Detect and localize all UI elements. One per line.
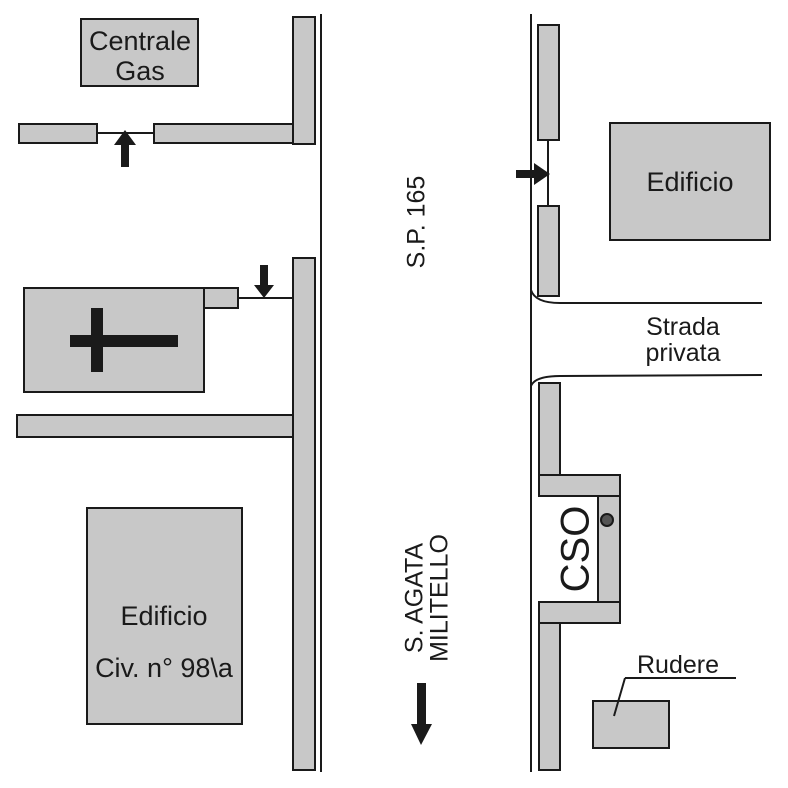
private-road-edge-top bbox=[530, 289, 762, 304]
church-block bbox=[23, 265, 294, 393]
upper-road-wall bbox=[292, 16, 316, 145]
left-horizontal-wall bbox=[16, 414, 294, 438]
building-bottom-left-label-line2: Civ. n° 98\a bbox=[95, 653, 234, 683]
private-road-edge-bottom bbox=[530, 374, 763, 387]
building-bottom-left: Edificio Civ. n° 98\a bbox=[86, 507, 243, 725]
private-road-label-line2: privata bbox=[645, 339, 720, 367]
left-wall-segment-1 bbox=[18, 123, 98, 144]
cso-top-wall bbox=[538, 474, 621, 497]
private-road-label-line1: Strada bbox=[646, 313, 720, 341]
gas-station: Centrale Gas bbox=[80, 18, 199, 87]
cso-wall-lower bbox=[538, 622, 561, 771]
building-top-right-box bbox=[609, 122, 771, 241]
right-upper-perimeter bbox=[516, 24, 560, 297]
cso-right-wall bbox=[597, 495, 621, 603]
ruin-label: Rudere bbox=[637, 651, 719, 679]
gas-station-label-line2: Gas bbox=[115, 56, 165, 86]
cso-label: CSO bbox=[554, 506, 598, 593]
manhole-icon bbox=[600, 513, 614, 527]
building-top-right-label: Edificio bbox=[646, 167, 733, 197]
ruin-box bbox=[592, 700, 670, 749]
direction-arrow-down-icon bbox=[411, 683, 432, 745]
right-wall-segment-2 bbox=[537, 205, 560, 297]
entrance-arrow-right-icon bbox=[516, 163, 550, 185]
cso-structure: CSO bbox=[538, 382, 621, 771]
private-road: Strada privata bbox=[530, 289, 763, 387]
gas-station-label-line1: Centrale bbox=[89, 26, 191, 56]
gas-station-box bbox=[80, 18, 199, 87]
building-top-right: Edificio bbox=[609, 122, 771, 241]
left-wall-segment-2 bbox=[153, 123, 294, 144]
right-wall-segment-1 bbox=[537, 24, 560, 141]
direction-label-line1: S. AGATA bbox=[401, 543, 429, 654]
road-name-label: S.P. 165 bbox=[403, 176, 431, 269]
cross-icon bbox=[70, 308, 178, 372]
ruin-leader-line bbox=[613, 677, 626, 717]
cso-bottom-wall bbox=[538, 601, 621, 624]
building-bottom-left-box bbox=[86, 507, 243, 725]
ruin: Rudere bbox=[592, 651, 736, 749]
building-bottom-left-label-line1: Edificio bbox=[120, 601, 207, 631]
church-annex bbox=[203, 287, 239, 309]
upper-left-perimeter bbox=[18, 16, 316, 167]
direction-label: S. AGATA MILITELLO bbox=[401, 534, 454, 745]
access-arrow-down-icon bbox=[254, 265, 274, 298]
direction-label-line2: MILITELLO bbox=[426, 534, 454, 662]
left-road-wall bbox=[292, 257, 316, 771]
entrance-arrow-up-icon bbox=[114, 130, 136, 167]
cso-wall-upper bbox=[538, 382, 561, 476]
